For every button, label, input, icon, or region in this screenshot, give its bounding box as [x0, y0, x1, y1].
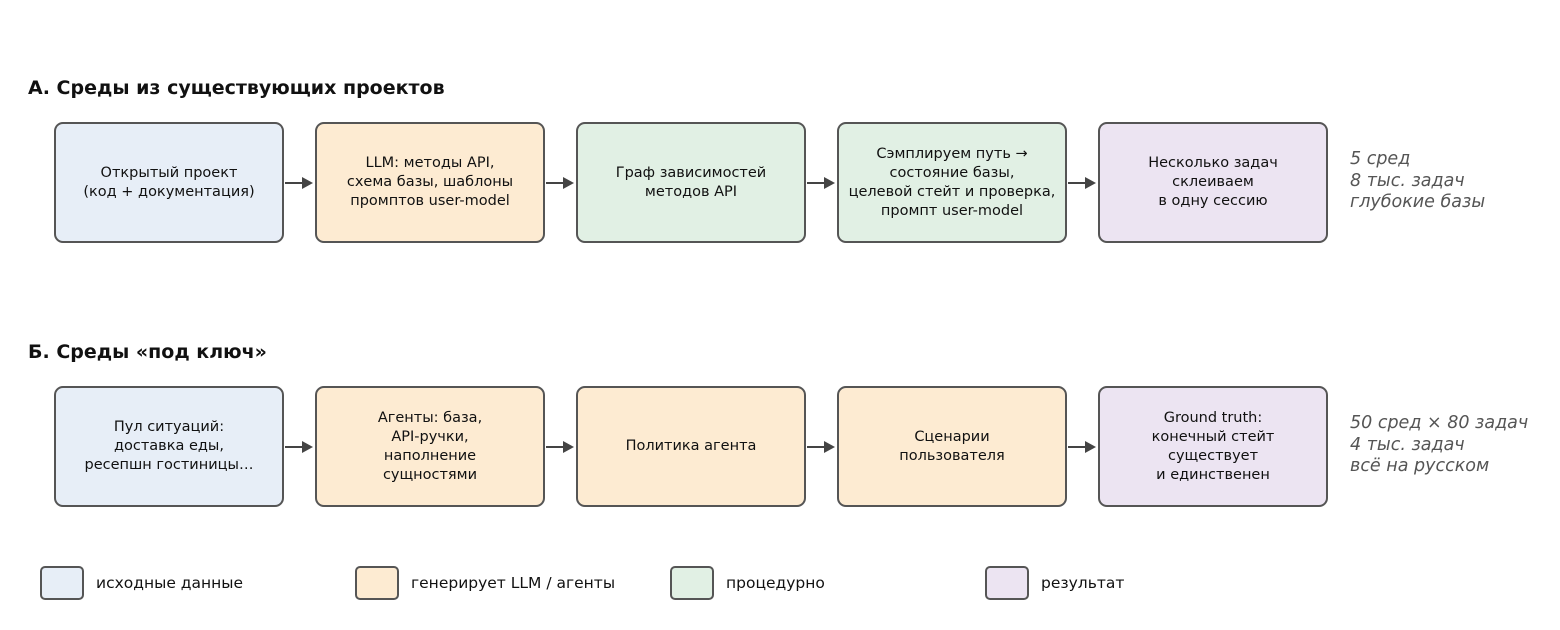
- arrow-right-icon: [285, 177, 313, 189]
- step-a4-sample-path: Сэмплируем путь → состояние базы, целево…: [837, 122, 1067, 243]
- legend-swatch-input: [40, 566, 84, 600]
- step-b3-agent-policy: Политика агента: [576, 386, 806, 507]
- legend-item-llm: генерирует LLM / агенты: [355, 566, 615, 600]
- arrow-right-icon: [546, 441, 574, 453]
- section-b-stats: 50 сред × 80 задач 4 тыс. задач всё на р…: [1350, 413, 1529, 476]
- legend-label-result: результат: [1041, 574, 1125, 592]
- step-a5-merge-tasks: Несколько задач склеиваем в одну сессию: [1098, 122, 1328, 243]
- legend-label-llm: генерирует LLM / агенты: [411, 574, 616, 592]
- step-b5-ground-truth: Ground truth: конечный стейт существует …: [1098, 386, 1328, 507]
- step-a2-llm-api: LLM: методы API, схема базы, шаблоны про…: [315, 122, 545, 243]
- step-b2-agents-database: Агенты: база, API-ручки, наполнение сущн…: [315, 386, 545, 507]
- section-a-stats: 5 сред 8 тыс. задач глубокие базы: [1350, 149, 1486, 212]
- legend-item-result: результат: [985, 566, 1124, 600]
- legend-label-input: исходные данные: [96, 574, 244, 592]
- arrow-right-icon: [807, 177, 835, 189]
- step-b1-situation-pool: Пул ситуаций: доставка еды, ресепшн гост…: [54, 386, 284, 507]
- step-a1-open-project: Открытый проект (код + документация): [54, 122, 284, 243]
- arrow-right-icon: [1068, 441, 1096, 453]
- section-b-title: Б. Среды «под ключ»: [28, 341, 267, 363]
- section-a-title: А. Среды из существующих проектов: [28, 77, 445, 99]
- step-a3-dependency-graph: Граф зависимостей методов API: [576, 122, 806, 243]
- legend-swatch-llm: [355, 566, 399, 600]
- legend-swatch-procedural: [670, 566, 714, 600]
- legend-item-input: исходные данные: [40, 566, 243, 600]
- step-b4-user-scenarios: Сценарии пользователя: [837, 386, 1067, 507]
- section-a-flow: Открытый проект (код + документация) LLM…: [0, 122, 1560, 244]
- arrow-right-icon: [807, 441, 835, 453]
- legend-label-procedural: процедурно: [726, 574, 825, 592]
- arrow-right-icon: [546, 177, 574, 189]
- legend-swatch-result: [985, 566, 1029, 600]
- section-b-flow: Пул ситуаций: доставка еды, ресепшн гост…: [0, 386, 1560, 508]
- legend-item-procedural: процедурно: [670, 566, 825, 600]
- arrow-right-icon: [1068, 177, 1096, 189]
- arrow-right-icon: [285, 441, 313, 453]
